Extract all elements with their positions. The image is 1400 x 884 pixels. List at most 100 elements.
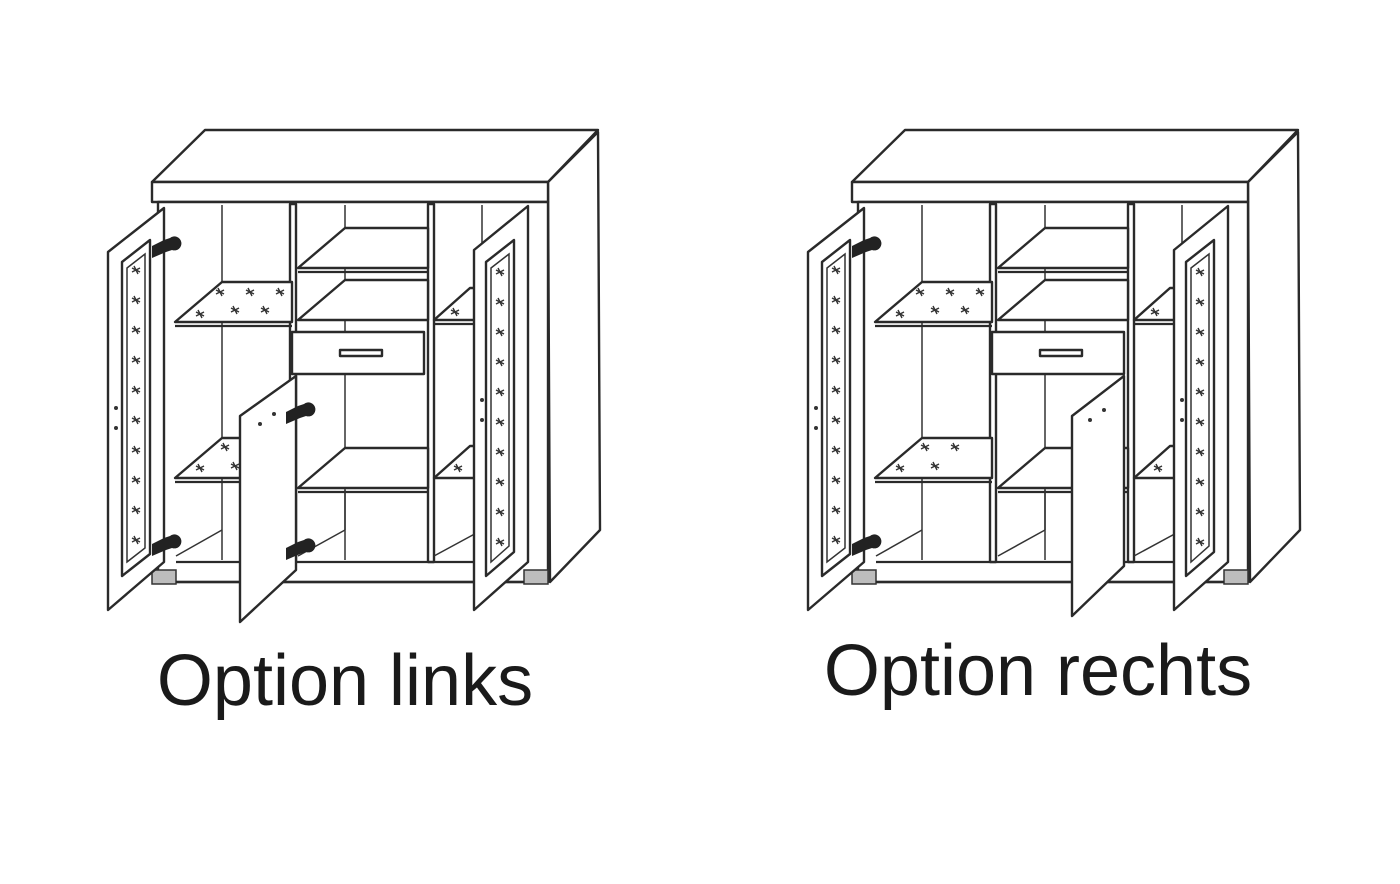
glass-dot <box>131 535 141 545</box>
glass-door-right-inner <box>1184 238 1216 578</box>
door-knob-left <box>814 406 818 410</box>
solid-door-middle <box>238 374 298 624</box>
glass-dot <box>230 305 240 315</box>
hinge-icon <box>152 236 182 258</box>
cabinet-drawing-left <box>106 128 602 624</box>
drawer-handle <box>338 348 384 358</box>
glass-dot <box>495 417 505 427</box>
glass-dot <box>495 267 505 277</box>
door-knob-mid-2 <box>272 412 276 416</box>
hinge-icon <box>152 534 182 556</box>
glass-dot <box>831 355 841 365</box>
divider-right <box>1126 202 1136 564</box>
glass-dot <box>131 355 141 365</box>
glass-dot <box>1195 507 1205 517</box>
glass-dot <box>1195 297 1205 307</box>
glass-dot <box>1195 417 1205 427</box>
glass-dot <box>131 505 141 515</box>
glass-dot <box>831 385 841 395</box>
hinge-icon <box>286 402 316 424</box>
glass-dot <box>831 505 841 515</box>
door-knob-left-2 <box>114 426 118 430</box>
glass-dot <box>950 442 960 452</box>
glass-dot <box>945 287 955 297</box>
door-knob-mid-2 <box>1102 408 1106 412</box>
glass-dot <box>131 445 141 455</box>
glass-dot <box>453 463 463 473</box>
glass-dot <box>960 305 970 315</box>
glass-dot <box>495 537 505 547</box>
glass-dot <box>1195 537 1205 547</box>
glass-dot <box>215 287 225 297</box>
cabinet-foot-left <box>151 569 177 585</box>
glass-dot <box>920 442 930 452</box>
glass-door-right-pane <box>490 252 510 564</box>
glass-dot <box>1153 463 1163 473</box>
divider-right <box>426 202 436 564</box>
glass-dot <box>1195 477 1205 487</box>
glass-dot <box>495 297 505 307</box>
shelf-mid-top <box>996 226 1130 270</box>
glass-dot <box>930 461 940 471</box>
caption-option-rechts: Option rechts <box>823 631 1253 711</box>
cabinet-top-front <box>850 180 1250 204</box>
glass-door-right-pane <box>1190 252 1210 564</box>
cabinet-top-front <box>150 180 550 204</box>
glass-dot <box>495 387 505 397</box>
glass-dot <box>895 309 905 319</box>
glass-dot <box>131 385 141 395</box>
hinge-icon <box>852 534 882 556</box>
shelf-left-lower <box>873 436 994 480</box>
glass-door-left-pane <box>826 252 846 564</box>
glass-dot <box>131 475 141 485</box>
glass-dot <box>1195 387 1205 397</box>
glass-dot <box>975 287 985 297</box>
solid-door-middle <box>1070 374 1126 618</box>
glass-dot <box>831 325 841 335</box>
door-knob-left-2 <box>814 426 818 430</box>
glass-dot <box>831 265 841 275</box>
glass-dot <box>1150 307 1160 317</box>
door-knob-right-2 <box>1180 418 1184 422</box>
glass-dot <box>495 327 505 337</box>
glass-dot <box>275 287 285 297</box>
glass-dot <box>495 477 505 487</box>
cabinet-side <box>1246 130 1302 584</box>
glass-dot <box>131 325 141 335</box>
glass-door-right-inner <box>484 238 516 578</box>
glass-dot <box>260 305 270 315</box>
glass-dot <box>495 357 505 367</box>
glass-dot <box>831 445 841 455</box>
glass-dot <box>895 463 905 473</box>
glass-door-left-inner <box>120 238 152 578</box>
caption-option-links: Option links <box>156 641 534 721</box>
shelf-mid-2 <box>996 278 1130 322</box>
cabinet-top <box>850 128 1300 184</box>
shelf-left-upper <box>873 280 994 324</box>
glass-dot <box>831 475 841 485</box>
shelf-mid-top <box>296 226 430 270</box>
glass-dot <box>831 535 841 545</box>
glass-dot <box>220 442 230 452</box>
glass-dot <box>1195 447 1205 457</box>
glass-dot <box>131 295 141 305</box>
glass-door-left-pane <box>126 252 146 564</box>
door-knob-right-2 <box>480 418 484 422</box>
glass-dot <box>195 309 205 319</box>
cabinet-foot-right <box>1223 569 1249 585</box>
cabinet-drawing-right <box>806 128 1302 618</box>
drawer-handle <box>1038 348 1084 358</box>
glass-dot <box>495 447 505 457</box>
cabinet-foot-left <box>851 569 877 585</box>
cabinet-top <box>150 128 600 184</box>
glass-dot <box>831 295 841 305</box>
hinge-icon <box>286 538 316 560</box>
glass-dot <box>915 287 925 297</box>
divider-left <box>988 202 998 564</box>
glass-dot <box>195 463 205 473</box>
hinge-icon <box>852 236 882 258</box>
glass-dot <box>1195 357 1205 367</box>
door-knob-mid <box>258 422 262 426</box>
glass-dot <box>1195 267 1205 277</box>
glass-dot <box>245 287 255 297</box>
